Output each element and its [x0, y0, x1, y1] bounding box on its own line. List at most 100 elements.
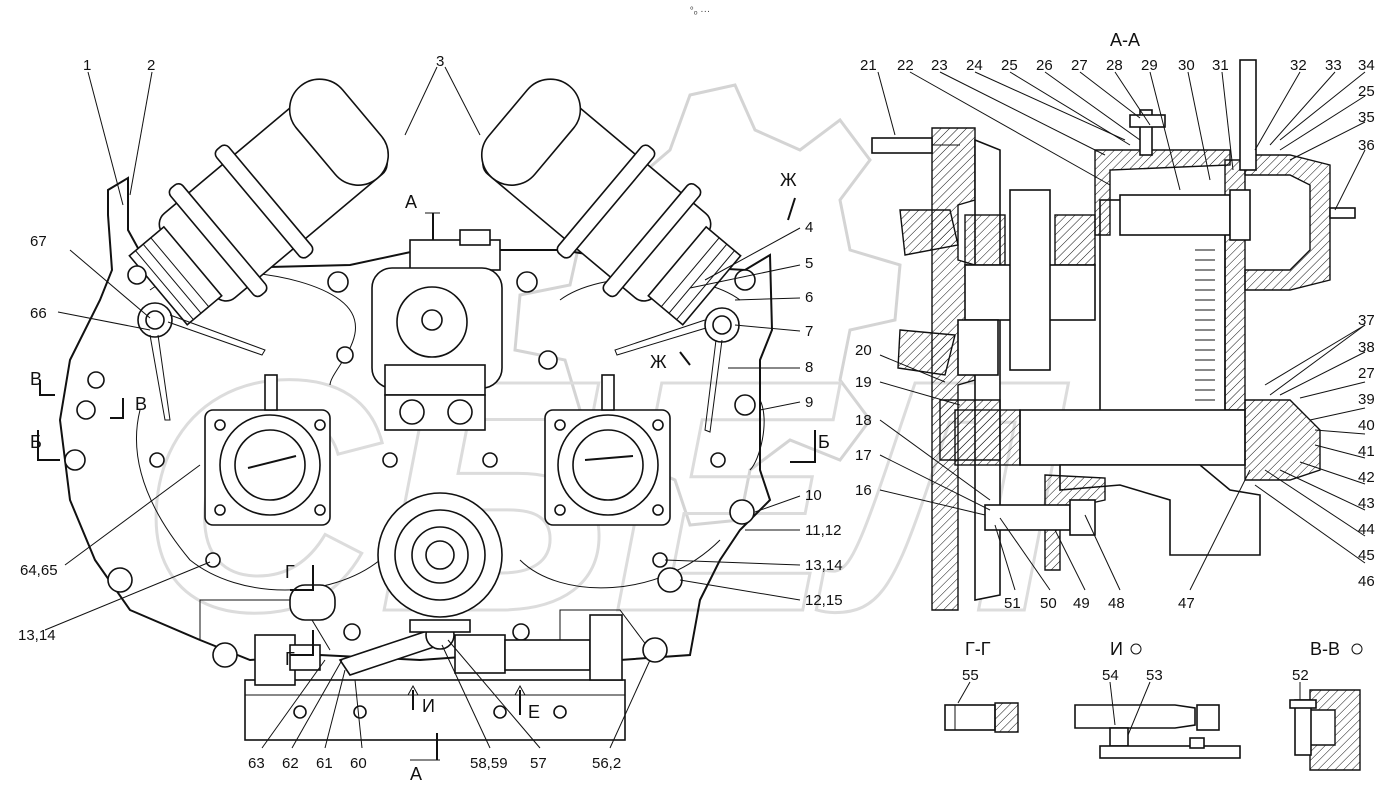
callout-27-right: 27 [1358, 365, 1375, 382]
callout-24: 24 [966, 57, 983, 74]
section-leaders [877, 71, 1366, 591]
callout-28: 28 [1106, 57, 1123, 74]
housing-outline [58, 176, 774, 662]
marker-zh-1: Ж [780, 170, 797, 190]
detail-i: И 54 53 [1074, 639, 1241, 759]
callout-61: 61 [316, 755, 333, 772]
callout-29: 29 [1141, 57, 1158, 74]
callout-32: 32 [1290, 57, 1307, 74]
callout-66: 66 [30, 305, 47, 322]
callout-23: 23 [931, 57, 948, 74]
marker-i: И [422, 696, 435, 716]
marker-a-bottom: А [410, 764, 422, 784]
callout-63: 63 [248, 755, 265, 772]
section-aa-title: А-А [1110, 30, 1140, 50]
callout-5: 5 [805, 255, 813, 272]
callout-55: 55 [962, 667, 979, 684]
callout-67: 67 [30, 233, 47, 250]
detail-vv: В-В 52 [1289, 639, 1363, 771]
callout-9: 9 [805, 394, 813, 411]
bottom-piping [254, 584, 623, 686]
right-pump [544, 374, 671, 526]
marker-b-right: Б [818, 432, 830, 452]
callout-36: 36 [1358, 137, 1375, 154]
marker-a-top: А [405, 192, 417, 212]
marker-v-left2: В [135, 394, 147, 414]
left-motor [128, 78, 390, 326]
callout-17: 17 [855, 447, 872, 464]
marker-b-left: Б [30, 432, 42, 452]
callout-33: 33 [1325, 57, 1342, 74]
callout-58-59: 58,59 [470, 755, 508, 772]
left-pump [204, 374, 331, 526]
header-mark: °ₒ ··· [690, 6, 711, 17]
center-pump [377, 492, 503, 618]
callout-7: 7 [805, 323, 813, 340]
callout-12-15: 12,15 [805, 592, 843, 609]
callout-25-right: 25 [1358, 83, 1375, 100]
detail-gg: Г-Г 55 [944, 639, 1019, 733]
callout-22: 22 [897, 57, 914, 74]
callout-44: 44 [1358, 521, 1375, 538]
callout-51: 51 [1004, 595, 1021, 612]
callout-57: 57 [530, 755, 547, 772]
callout-4: 4 [805, 219, 813, 236]
callout-6: 6 [805, 289, 813, 306]
callout-62: 62 [282, 755, 299, 772]
section-markers [37, 197, 816, 761]
callout-43: 43 [1358, 495, 1375, 512]
callout-46: 46 [1358, 573, 1375, 590]
callout-30: 30 [1178, 57, 1195, 74]
marker-g-2: Г [285, 649, 295, 669]
callout-13-14-left: 13,14 [18, 627, 56, 644]
callout-21: 21 [860, 57, 877, 74]
callout-38: 38 [1358, 339, 1375, 356]
callout-10: 10 [805, 487, 822, 504]
callout-35: 35 [1358, 109, 1375, 126]
callout-52: 52 [1292, 667, 1309, 684]
callout-19: 19 [855, 374, 872, 391]
callout-47: 47 [1178, 595, 1195, 612]
right-motor [480, 78, 742, 326]
marker-v-left1: В [30, 369, 42, 389]
callout-37: 37 [1358, 312, 1375, 329]
callout-13-14-right: 13,14 [805, 557, 843, 574]
callout-2: 2 [147, 57, 155, 74]
callout-1: 1 [83, 57, 91, 74]
housing-bolts [64, 265, 756, 668]
callout-16: 16 [855, 482, 872, 499]
callout-64-65: 64,65 [20, 562, 58, 579]
front-view: 1 2 3 4 5 6 7 8 9 10 11,12 13,14 12,15 1… [18, 53, 843, 784]
callout-11-12: 11,12 [805, 522, 841, 539]
callout-20: 20 [855, 342, 872, 359]
gear-teeth [1195, 249, 1215, 401]
callout-25-top: 25 [1001, 57, 1018, 74]
callout-54: 54 [1102, 667, 1119, 684]
section-aa-view: А-А [855, 30, 1375, 612]
detail-gg-title: Г-Г [965, 639, 991, 659]
callout-49: 49 [1073, 595, 1090, 612]
callout-50: 50 [1040, 595, 1057, 612]
callout-41: 41 [1358, 443, 1375, 460]
front-leaders [44, 66, 801, 749]
callout-26: 26 [1036, 57, 1053, 74]
callout-39: 39 [1358, 391, 1375, 408]
right-lever [614, 307, 740, 433]
callout-60: 60 [350, 755, 367, 772]
callout-3: 3 [436, 53, 444, 70]
callout-18: 18 [855, 412, 872, 429]
marker-g-1: Г [285, 562, 295, 582]
left-lever [137, 302, 266, 421]
callout-40: 40 [1358, 417, 1375, 434]
detail-i-title: И [1110, 639, 1123, 659]
callout-42: 42 [1358, 469, 1375, 486]
callout-45: 45 [1358, 547, 1375, 564]
callout-27-top: 27 [1071, 57, 1088, 74]
callout-48: 48 [1108, 595, 1125, 612]
callout-31: 31 [1212, 57, 1229, 74]
marker-e: Е [528, 702, 540, 722]
callout-53: 53 [1146, 667, 1163, 684]
callout-8: 8 [805, 359, 813, 376]
callout-56-2: 56,2 [592, 755, 621, 772]
